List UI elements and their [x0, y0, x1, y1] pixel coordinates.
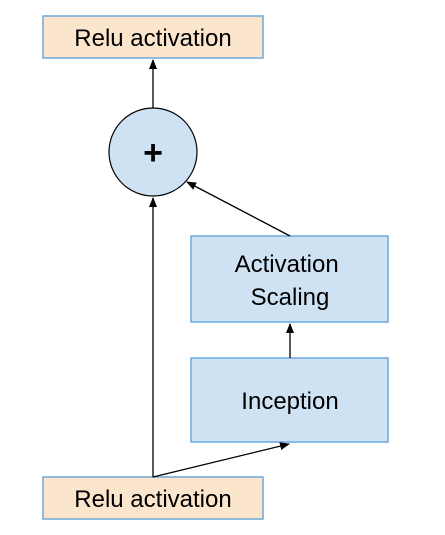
relu-activation-top-node: Relu activation — [42, 15, 264, 59]
inception-box — [190, 357, 389, 443]
activation-scaling-node: Activation Scaling — [190, 235, 389, 323]
inception-node: Inception — [190, 357, 389, 443]
relu-activation-top-label: Relu activation — [74, 25, 231, 52]
relu-activation-bottom-node: Relu activation — [42, 476, 264, 520]
arrow-activation-scaling-to-add — [186, 181, 291, 237]
addition-node: + — [108, 107, 198, 197]
relu-activation-bottom-box — [42, 476, 264, 520]
activation-scaling-line-1: Activation — [235, 251, 339, 278]
inception-label: Inception — [241, 388, 338, 415]
plus-icon: + — [143, 134, 163, 172]
activation-scaling-line-2: Scaling — [251, 284, 330, 311]
activation-scaling-label: Activation Scaling — [235, 251, 346, 311]
relu-activation-top-box — [42, 15, 264, 59]
arrow-relu-bottom-to-inception — [152, 442, 290, 478]
relu-activation-bottom-label: Relu activation — [74, 486, 231, 513]
